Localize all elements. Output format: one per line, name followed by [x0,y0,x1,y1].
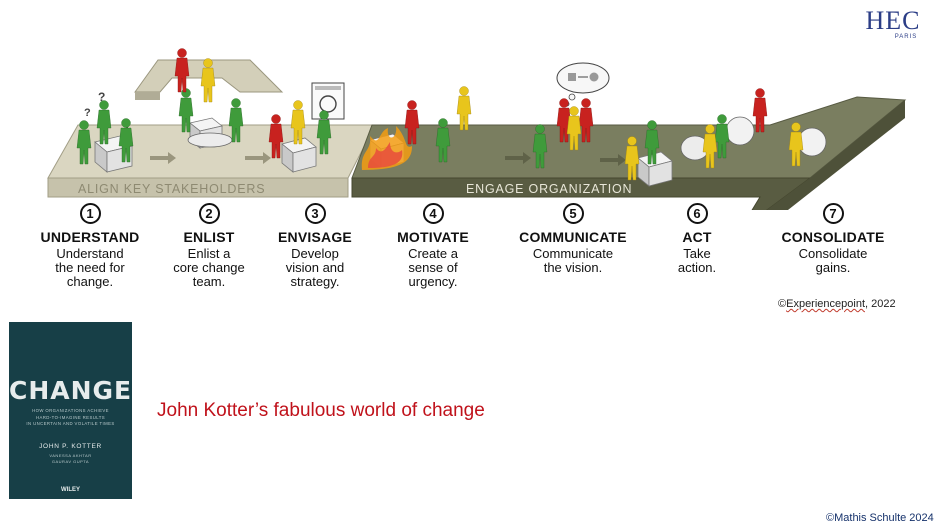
box-step6 [637,151,673,187]
svg-text:?: ? [84,107,91,119]
step-title: ENVISAGE [278,229,352,245]
book-title: CHANGE [9,376,132,405]
thought-bubble [556,62,610,107]
engage-arrow-front [351,177,812,210]
book-coauthor: VANESSA AKHTAR [49,453,92,458]
step-number: 1 [79,203,101,224]
slide-footer: ©Mathis Schulte 2024 [826,512,934,524]
book-author: JOHN P. KOTTER [39,443,102,450]
ball-step7-a [725,116,755,146]
step-number: 6 [686,203,708,224]
svg-text:?: ? [98,90,105,104]
diagram-copyright: ©Experiencepoint, 2022 [778,298,896,310]
enlist-ramp-side [135,92,160,100]
hec-logo-mark: HEC [865,6,921,35]
book-publisher: WILEY [61,487,80,493]
box-step3 [281,137,317,173]
step-number: 4 [422,203,444,224]
align-band-label: ALIGN KEY STAKEHOLDERS [78,182,265,196]
step-number: 7 [822,203,844,224]
step-title: MOTIVATE [397,229,469,245]
step-number: 3 [304,203,326,224]
path-arrows [150,152,626,166]
hec-logo: HEC PARIS [858,8,928,44]
hec-logo-sub: PARIS [894,34,918,40]
slide-caption: John Kotter’s fabulous world of change [157,400,485,421]
step-title: CONSOLIDATE [781,229,885,245]
book-coauthor: GAURAV GUPTA [51,459,90,464]
step-number: 5 [562,203,584,224]
align-platform-front [47,177,349,198]
step-title: ENLIST [183,229,235,245]
change-process-diagram: ? ? ? ALIGN KEY [47,48,907,210]
burning-box [361,126,412,170]
meeting-table [187,132,233,148]
step-title: COMMUNICATE [519,229,627,245]
engage-band-label: ENGAGE ORGANIZATION [466,182,632,196]
step-title: UNDERSTAND [40,229,140,245]
step-title: ACT [682,229,712,245]
step-number: 2 [198,203,220,224]
